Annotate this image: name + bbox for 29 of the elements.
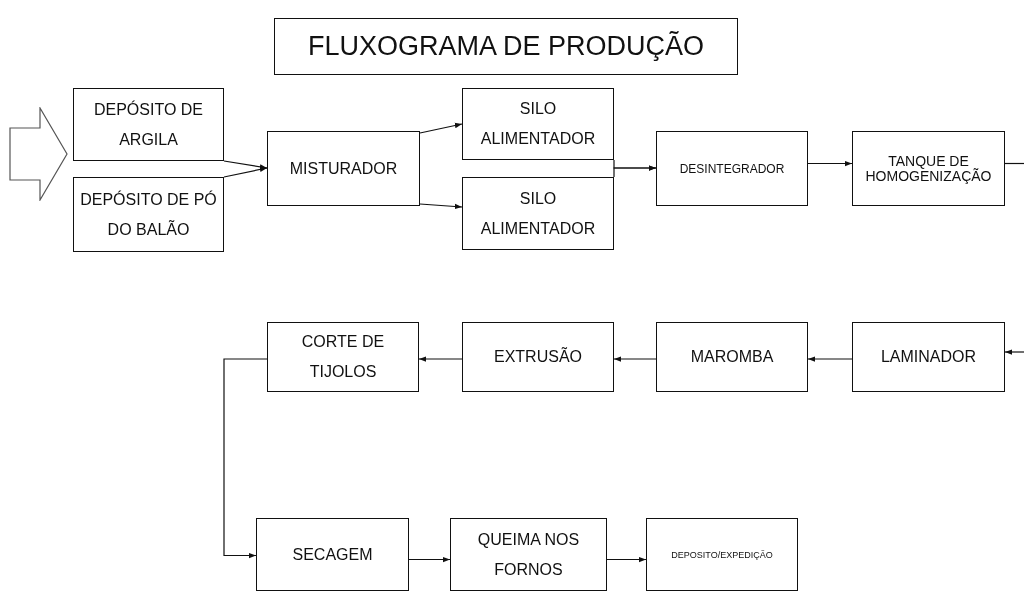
arrow <box>223 160 268 170</box>
process-box: SILO ALIMENTADOR <box>462 177 614 250</box>
process-box: SILO ALIMENTADOR <box>462 88 614 160</box>
arrow <box>606 556 647 563</box>
process-box: SECAGEM <box>256 518 409 591</box>
process-box: DEPÓSITO DE PÓ DO BALÃO <box>73 177 224 252</box>
arrow <box>408 556 451 563</box>
process-box: MISTURADOR <box>267 131 420 206</box>
arrow <box>223 166 268 178</box>
process-box: EXTRUSÃO <box>462 322 614 392</box>
process-box: LAMINADOR <box>852 322 1005 392</box>
arrow <box>613 356 657 362</box>
title: FLUXOGRAMA DE PRODUÇÃO <box>274 18 738 75</box>
process-box: MAROMBA <box>656 322 808 392</box>
process-box: QUEIMA NOS FORNOS <box>450 518 607 591</box>
process-box: DESINTEGRADOR <box>656 131 808 206</box>
process-box: TANQUE DE HOMOGENIZAÇÃO <box>852 131 1005 206</box>
arrow <box>223 358 268 559</box>
arrow <box>613 165 657 178</box>
process-box: DEPOSITO/EXPEDIÇÃO <box>646 518 798 591</box>
block-arrow <box>9 107 69 201</box>
arrow <box>807 160 853 167</box>
arrow <box>419 203 463 210</box>
arrow <box>418 356 463 362</box>
process-box: CORTE DE TIJOLOS <box>267 322 419 392</box>
arrow <box>1004 349 1024 355</box>
process-box: DEPÓSITO DE ARGILA <box>73 88 224 161</box>
arrow <box>419 122 463 134</box>
arrow <box>807 356 853 362</box>
